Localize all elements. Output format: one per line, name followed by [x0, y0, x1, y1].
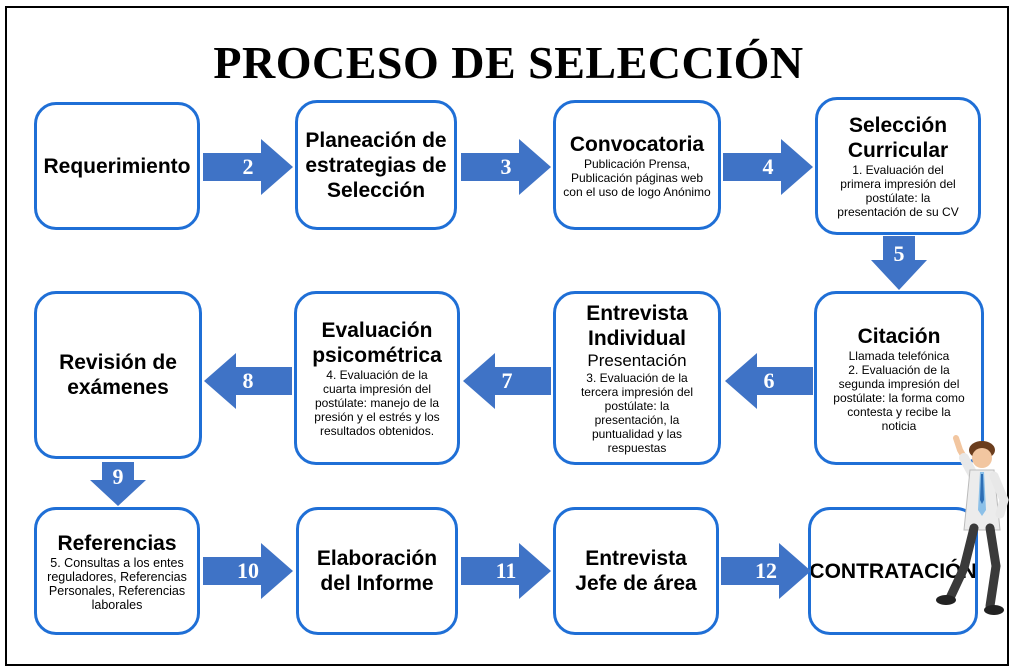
step-detail: 4. Evaluación de la cuarta impresión del…: [314, 368, 440, 438]
step-title: Evaluación psicométrica: [312, 319, 442, 367]
arrow-left: 8: [204, 353, 292, 409]
arrow-left: 7: [463, 353, 551, 409]
arrow-number: 3: [500, 154, 512, 179]
step-title: Referencias: [57, 531, 177, 555]
step-detail: Llamada telefónica: [848, 348, 950, 363]
arrow-right: 3: [461, 139, 551, 195]
step-requerimiento: Requerimiento: [34, 102, 200, 230]
step-detail: 5. Consultas a los entes reguladores, Re…: [47, 555, 187, 612]
step-detail: 3. Evaluación de la tercera impresión de…: [580, 371, 694, 455]
step-detail: 1. Evaluación del primera impresión del …: [837, 163, 959, 219]
arrow-number: 4: [762, 154, 774, 179]
arrow-right: 11: [461, 543, 551, 599]
step-entrevista-individual: Entrevista Individual Presentación 3. Ev…: [553, 291, 721, 465]
step-planeacion: Planeación de estrategias de Selección: [295, 100, 457, 230]
step-title: Entrevista Individual: [586, 302, 688, 350]
step-title: CONTRATACIÓN: [809, 559, 977, 583]
arrow-down: 9: [90, 462, 146, 506]
step-title: Selección Curricular: [847, 114, 949, 162]
arrow-right: 10: [203, 543, 293, 599]
step-title: Citación: [857, 324, 941, 348]
arrow-number: 7: [501, 368, 513, 393]
arrow-number: 2: [242, 154, 254, 179]
step-title: Revisión de exámenes: [59, 351, 177, 399]
page-title: PROCESO DE SELECCIÓN: [213, 37, 804, 88]
arrow-right: 2: [203, 139, 293, 195]
step-title: Elaboración del Informe: [316, 547, 438, 595]
step-revision: Revisión de exámenes: [34, 291, 202, 459]
step-title: Convocatoria: [569, 132, 705, 156]
arrow-right: 12: [721, 543, 811, 599]
step-referencias: Referencias 5. Consultas a los entes reg…: [34, 507, 200, 635]
arrow-number: 9: [112, 464, 124, 489]
arrow-number: 6: [763, 368, 775, 393]
arrow-number: 5: [893, 241, 905, 266]
arrow-number: 11: [495, 558, 517, 583]
step-title: Entrevista Jefe de área: [575, 547, 697, 595]
arrow-left: 6: [725, 353, 813, 409]
arrow-number: 8: [242, 368, 254, 393]
arrow-number: 10: [237, 558, 259, 583]
step-subtitle: Presentación: [587, 351, 687, 370]
step-psicometrica: Evaluación psicométrica 4. Evaluación de…: [294, 291, 460, 465]
running-man-figure: [930, 430, 1010, 620]
diagram-frame: [5, 6, 1009, 666]
step-title: Requerimiento: [43, 154, 191, 178]
step-seleccion-curricular: Selección Curricular 1. Evaluación del p…: [815, 97, 981, 235]
step-title: Planeación de estrategias de Selección: [305, 128, 447, 202]
step-detail: 2. Evaluación de la segunda impresión de…: [833, 362, 965, 433]
step-convocatoria: Convocatoria Publicación Prensa, Publica…: [553, 100, 721, 230]
step-elaboracion: Elaboración del Informe: [296, 507, 458, 635]
arrow-number: 12: [755, 558, 777, 583]
arrow-right: 4: [723, 139, 813, 195]
step-detail: Publicación Prensa, Publicación páginas …: [563, 156, 711, 199]
step-entrevista-jefe: Entrevista Jefe de área: [553, 507, 719, 635]
arrow-down: 5: [871, 236, 927, 290]
